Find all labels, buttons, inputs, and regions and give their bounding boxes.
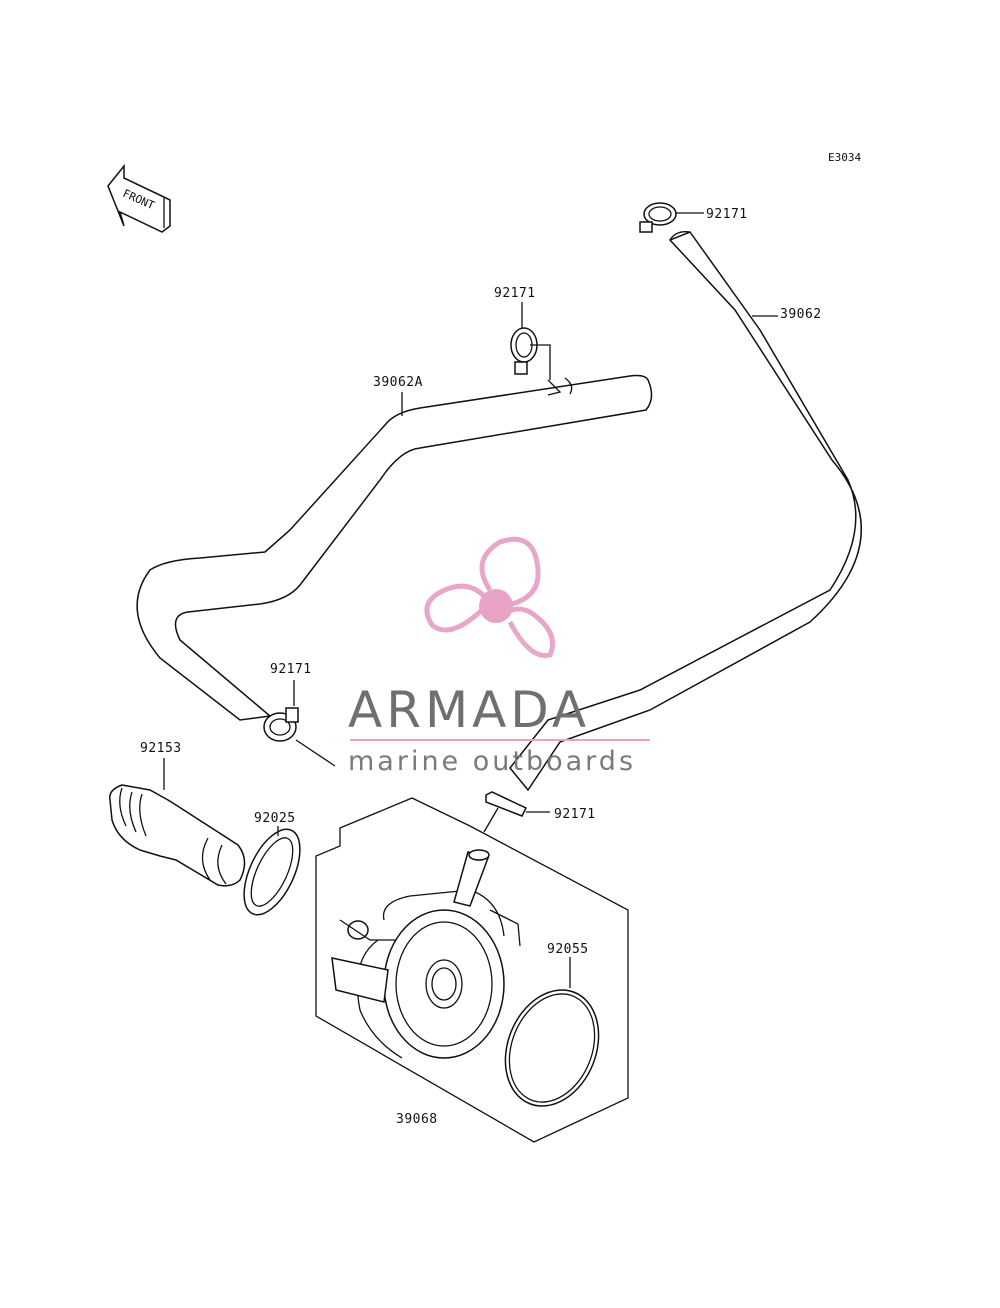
hose-39062: [509, 231, 862, 792]
callout-o-ring: 92055: [547, 942, 589, 957]
callout-oil-cooler: 39068: [396, 1112, 438, 1127]
front-arrow-icon: FRONT: [107, 163, 171, 233]
callout-gasket: 92025: [254, 811, 296, 826]
armada-propeller-logo: [424, 536, 555, 659]
o-ring-92055: [504, 957, 600, 1107]
callout-clamp-top-mid: 92171: [494, 286, 536, 301]
watermark-tagline: marine outboards: [348, 746, 636, 777]
callout-hose-right: 39062: [780, 307, 822, 322]
callout-hose-left: 39062A: [373, 375, 423, 390]
hose-clamp-top-mid: [510, 302, 551, 380]
gasket-92025: [243, 826, 301, 916]
hose-clamp-bottom: [483, 791, 550, 833]
callout-clamp-top-right: 92171: [706, 207, 748, 222]
callout-fitting: 92153: [140, 741, 182, 756]
callout-clamp-left: 92171: [270, 662, 312, 677]
oil-cooler-39068: [315, 797, 629, 1143]
callout-clamp-bottom: 92171: [554, 807, 596, 822]
diagram-code: E3034: [828, 151, 861, 164]
hose-clamp-left: [263, 680, 336, 767]
watermark-brand: ARMADA: [348, 681, 590, 739]
hose-39062a: [136, 374, 653, 721]
fitting-92153: [109, 758, 246, 887]
hose-clamp-top-right: [639, 202, 704, 233]
